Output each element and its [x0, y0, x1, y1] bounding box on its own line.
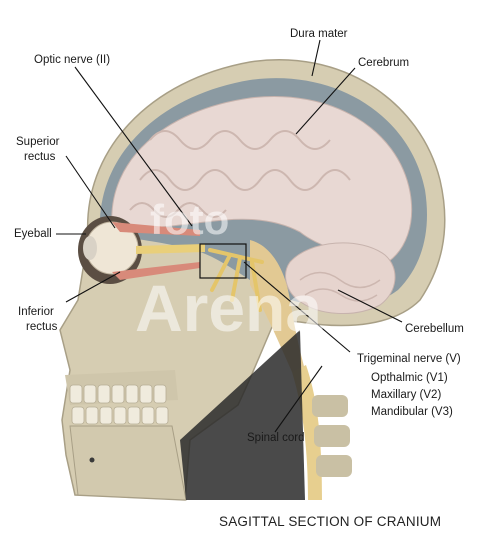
label-dura-mater: Dura mater: [290, 28, 348, 40]
trigeminal-callout-box: [199, 243, 247, 279]
label-trigeminal-v1: Opthalmic (V1): [371, 372, 448, 384]
trigeminal-nerve-shape: [208, 248, 264, 312]
figure-caption: SAGITTAL SECTION OF CRANIUM: [219, 514, 442, 529]
optic-nerve-shape: [136, 244, 205, 254]
upper-teeth: [69, 384, 167, 404]
label-cerebellum: Cerebellum: [405, 323, 464, 335]
label-inferior-rectus-line1: Inferior: [18, 306, 54, 318]
label-superior-rectus-line1: Superior: [16, 136, 60, 148]
label-superior-rectus-line2: rectus: [24, 151, 56, 163]
lower-teeth: [71, 406, 169, 425]
leader-lines: [56, 39, 403, 433]
watermark-top: foto: [150, 196, 230, 243]
label-cerebrum: Cerebrum: [358, 57, 410, 69]
watermark-bottom: Arena: [135, 271, 323, 345]
label-trigeminal-v2: Maxillary (V2): [371, 389, 442, 401]
label-inferior-rectus-line2: rectus: [26, 321, 58, 333]
label-trigeminal-nerve: Trigeminal nerve (V): [357, 353, 461, 365]
label-trigeminal-v3: Mandibular (V3): [371, 406, 453, 418]
cerebellum-shape: [285, 242, 396, 314]
label-spinal-cord: Spinal cord: [247, 432, 305, 444]
inferior-rectus-shape: [112, 262, 200, 280]
mandible: [69, 425, 187, 501]
label-optic-nerve: Optic nerve (II): [34, 54, 111, 66]
label-eyeball: Eyeball: [14, 228, 52, 240]
superior-rectus-shape: [112, 222, 200, 236]
